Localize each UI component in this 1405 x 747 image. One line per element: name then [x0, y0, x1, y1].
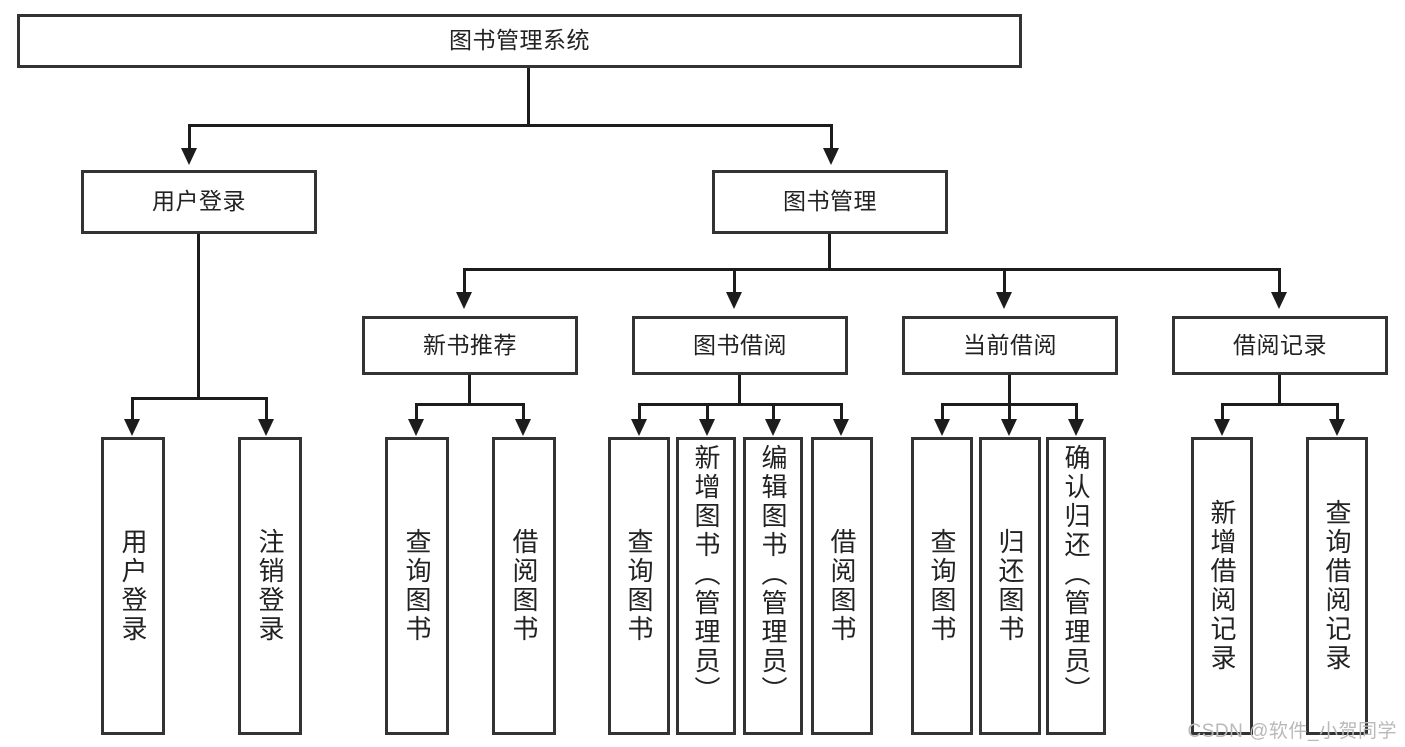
connector-root-to-book-manage	[830, 124, 833, 150]
node-label: 图书借阅	[693, 331, 787, 358]
connector-current-borrow-drop-3	[1075, 403, 1078, 421]
node-current-borrow[interactable]: 当前借阅	[902, 316, 1118, 375]
arrowhead-leaf-return-book	[1001, 419, 1017, 436]
connector-new-book-drop-1	[415, 403, 418, 421]
node-new-book-recommend[interactable]: 新书推荐	[362, 316, 578, 375]
leaf-query-book-3[interactable]: 查询图书	[911, 437, 973, 735]
arrowhead-leaf-confirm-return	[1068, 419, 1084, 436]
connector-root-to-user-login	[188, 124, 191, 150]
node-user-login[interactable]: 用户登录	[81, 170, 317, 234]
connector-book-manage-stem	[828, 234, 831, 270]
node-label: 确认归还（管理员）	[1061, 444, 1091, 705]
connector-borrow-record-stem	[1278, 375, 1281, 405]
connector-book-borrow-drop-2	[706, 403, 709, 421]
node-book-manage[interactable]: 图书管理	[712, 170, 948, 234]
connector-borrow-record-drop-1	[1221, 403, 1224, 421]
connector-borrow-record-drop-2	[1336, 403, 1339, 421]
node-label: 借阅记录	[1233, 331, 1327, 358]
arrowhead-leaf-query-book-3	[934, 419, 950, 436]
node-label: 借阅图书	[827, 528, 857, 644]
node-label: 查询图书	[402, 528, 432, 644]
connector-user-login-drop-1	[131, 397, 134, 421]
node-label: 新增借阅记录	[1207, 499, 1237, 673]
arrowhead-new-book-recommend	[456, 292, 472, 309]
connector-root-bus	[188, 124, 833, 127]
node-borrow-record[interactable]: 借阅记录	[1172, 316, 1388, 375]
node-root-system[interactable]: 图书管理系统	[17, 14, 1022, 68]
arrowhead-borrow-record	[1271, 292, 1287, 309]
arrowhead-leaf-query-book-1	[408, 419, 424, 436]
node-label: 新增图书（管理员）	[691, 444, 721, 705]
arrowhead-leaf-logout-login	[258, 419, 274, 436]
connector-borrow-record-bus	[1221, 403, 1339, 406]
connector-current-borrow-drop-1	[941, 403, 944, 421]
arrowhead-current-borrow	[996, 292, 1012, 309]
arrowhead-leaf-add-record	[1214, 419, 1230, 436]
node-label: 图书管理系统	[449, 27, 590, 54]
arrowhead-book-borrow	[726, 292, 742, 309]
leaf-confirm-return[interactable]: 确认归还（管理员）	[1046, 437, 1106, 735]
node-label: 注销登录	[255, 528, 285, 644]
arrowhead-leaf-query-book-2	[631, 419, 647, 436]
leaf-borrow-book-2[interactable]: 借阅图书	[811, 437, 873, 735]
connector-new-book-stem	[468, 375, 471, 405]
leaf-borrow-book-1[interactable]: 借阅图书	[492, 437, 556, 735]
node-label: 查询图书	[927, 528, 957, 644]
leaf-add-record[interactable]: 新增借阅记录	[1191, 437, 1253, 735]
node-label: 查询借阅记录	[1322, 499, 1352, 673]
connector-current-borrow-drop-2	[1008, 403, 1011, 421]
node-label: 用户登录	[118, 528, 148, 644]
node-label: 编辑图书（管理员）	[758, 444, 788, 705]
leaf-edit-book[interactable]: 编辑图书（管理员）	[743, 437, 803, 735]
connector-book-borrow-drop-1	[638, 403, 641, 421]
connector-user-login-bus	[131, 397, 268, 400]
node-label: 图书管理	[783, 188, 877, 215]
arrowhead-leaf-borrow-book-2	[833, 419, 849, 436]
node-label: 新书推荐	[423, 331, 517, 358]
connector-book-manage-drop-2	[733, 268, 736, 294]
connector-book-borrow-drop-3	[772, 403, 775, 421]
connector-book-manage-bus	[463, 268, 1281, 271]
arrowhead-leaf-edit-book	[765, 419, 781, 436]
connector-user-login-drop-2	[265, 397, 268, 421]
node-label: 当前借阅	[963, 331, 1057, 358]
leaf-query-record[interactable]: 查询借阅记录	[1306, 437, 1368, 735]
leaf-query-book-1[interactable]: 查询图书	[385, 437, 449, 735]
connector-user-login-stem	[197, 234, 200, 400]
arrowhead-user-login	[181, 148, 197, 165]
connector-new-book-bus	[415, 403, 525, 406]
node-label: 归还图书	[995, 528, 1025, 644]
connector-book-borrow-bus	[638, 403, 843, 406]
node-label: 查询图书	[624, 528, 654, 644]
connector-current-borrow-stem	[1008, 375, 1011, 405]
connector-book-manage-drop-1	[463, 268, 466, 294]
node-label: 借阅图书	[509, 528, 539, 644]
arrowhead-leaf-add-book	[699, 419, 715, 436]
connector-new-book-drop-2	[522, 403, 525, 421]
node-book-borrow[interactable]: 图书借阅	[632, 316, 848, 375]
leaf-add-book[interactable]: 新增图书（管理员）	[676, 437, 736, 735]
leaf-logout-login[interactable]: 注销登录	[238, 437, 302, 735]
connector-book-borrow-stem	[738, 375, 741, 405]
connector-book-manage-drop-3	[1003, 268, 1006, 294]
leaf-return-book[interactable]: 归还图书	[979, 437, 1041, 735]
arrowhead-book-manage	[823, 148, 839, 165]
arrowhead-leaf-borrow-book-1	[515, 419, 531, 436]
leaf-user-login[interactable]: 用户登录	[101, 437, 165, 735]
connector-book-borrow-drop-4	[840, 403, 843, 421]
arrowhead-leaf-query-record	[1329, 419, 1345, 436]
node-label: 用户登录	[152, 188, 246, 215]
leaf-query-book-2[interactable]: 查询图书	[608, 437, 670, 735]
arrowhead-leaf-user-login	[124, 419, 140, 436]
connector-root-stem	[527, 68, 530, 124]
connector-book-manage-drop-4	[1278, 268, 1281, 294]
